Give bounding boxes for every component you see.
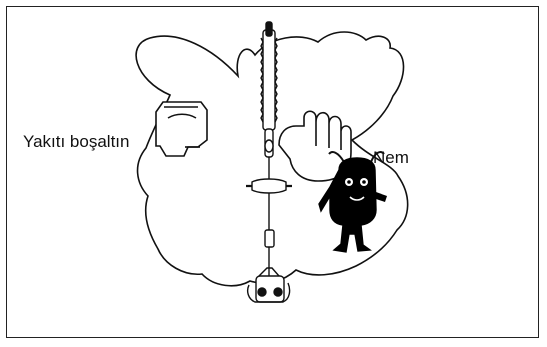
fuel-can-icon [156, 102, 207, 156]
moisture-label: Nem [373, 149, 409, 166]
drain-fuel-label: Yakıtı boşaltın [23, 133, 129, 150]
hedge-trimmer-icon [246, 22, 292, 302]
